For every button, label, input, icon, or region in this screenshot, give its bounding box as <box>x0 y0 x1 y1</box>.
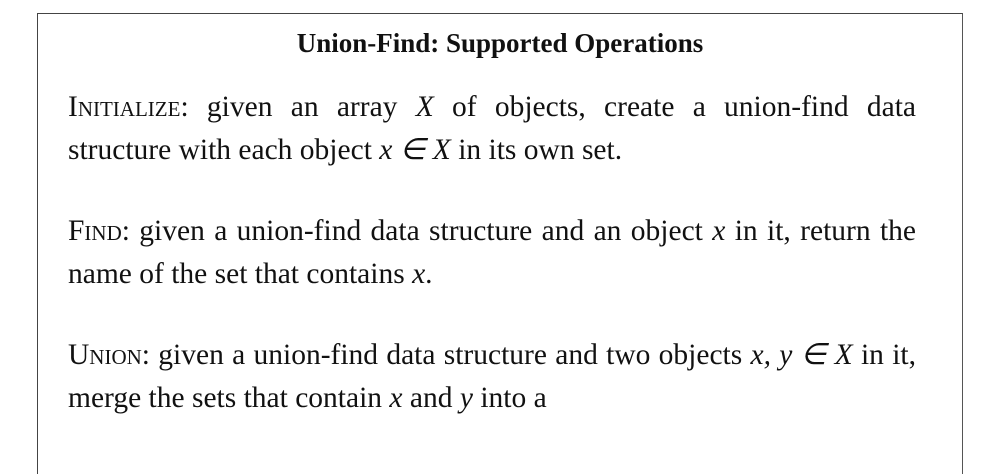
operation-name: Initialize <box>68 91 181 123</box>
operations-box: Union-Find: Supported Operations Initial… <box>37 13 963 474</box>
text: . <box>425 258 433 290</box>
math-var: y <box>459 382 473 414</box>
text: : given an array <box>180 91 416 123</box>
text: in it, merge the sets that contain <box>68 339 916 414</box>
operation-find: Find: given a union-find data structure … <box>68 210 916 296</box>
text: in its own set. <box>450 134 623 166</box>
box-title: Union-Find: Supported Operations <box>296 28 704 58</box>
operation-name: Find <box>68 215 122 247</box>
math-var: x ∈ X <box>379 134 451 166</box>
text: : given a union-find data structure and … <box>121 215 713 247</box>
operation-union: Union: given a union-find data structure… <box>68 334 916 420</box>
math-var: x <box>412 258 426 290</box>
math-var: x, y ∈ X <box>750 339 853 371</box>
operation-name: Union <box>68 339 142 371</box>
text: : given a union-find data structure and … <box>141 339 751 371</box>
math-var: x <box>389 382 403 414</box>
math-var: X <box>415 91 434 123</box>
text: of objects, create a union-find data str… <box>68 91 916 166</box>
text: and <box>402 382 460 414</box>
text: in it, return the name of the set that c… <box>68 215 916 290</box>
operation-initialize: Initialize: given an array X of objects,… <box>68 86 916 172</box>
math-var: x <box>712 215 726 247</box>
text: into a <box>472 382 547 414</box>
